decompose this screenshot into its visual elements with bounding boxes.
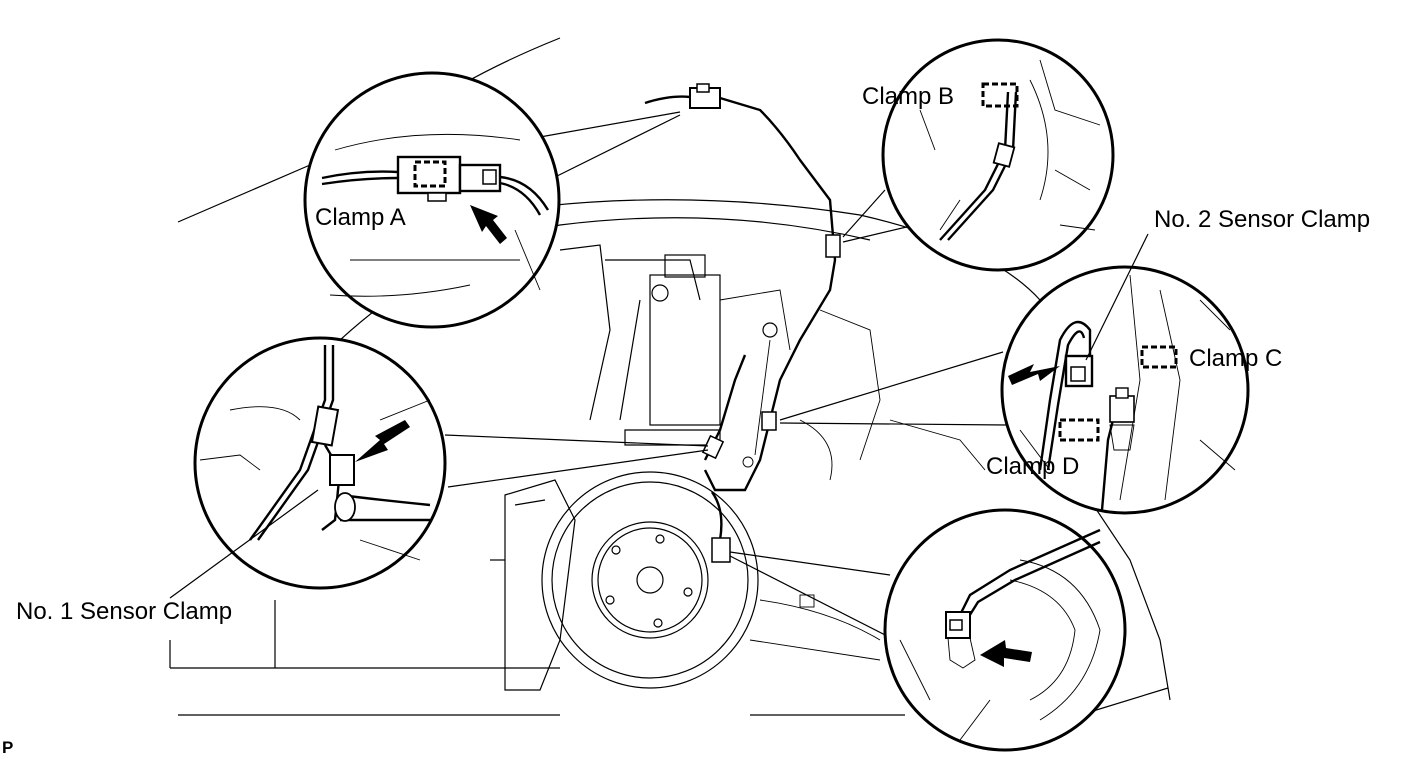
brake-disc-and-hub <box>490 471 881 691</box>
label-no2-sensor-clamp: No. 2 Sensor Clamp <box>1154 206 1371 233</box>
label-clamp-b: Clamp B <box>862 83 955 110</box>
arrow-icon <box>355 420 410 462</box>
callout-clamp-b <box>881 38 1115 272</box>
label-clamp-c: Clamp C <box>1189 345 1283 372</box>
label-clamp-a: Clamp A <box>315 204 406 231</box>
callout-clamp-a <box>303 71 561 329</box>
callout-no2-sensor-clamp <box>1000 265 1250 515</box>
suspension-strut <box>559 244 986 481</box>
label-no1-sensor-clamp: No. 1 Sensor Clamp <box>16 598 233 625</box>
sensor-bracket <box>742 456 815 608</box>
arrow-icon <box>1008 364 1060 385</box>
label-clamp-d: Clamp D <box>986 453 1080 480</box>
arrow-icon <box>980 640 1032 667</box>
sensor-harness <box>644 83 841 563</box>
callout-no1-sensor-clamp <box>193 336 447 590</box>
figure-mark: P <box>2 738 14 757</box>
leader-lines <box>444 111 1008 641</box>
arrow-icon <box>470 205 507 244</box>
callout-sensor-knuckle <box>883 508 1127 752</box>
